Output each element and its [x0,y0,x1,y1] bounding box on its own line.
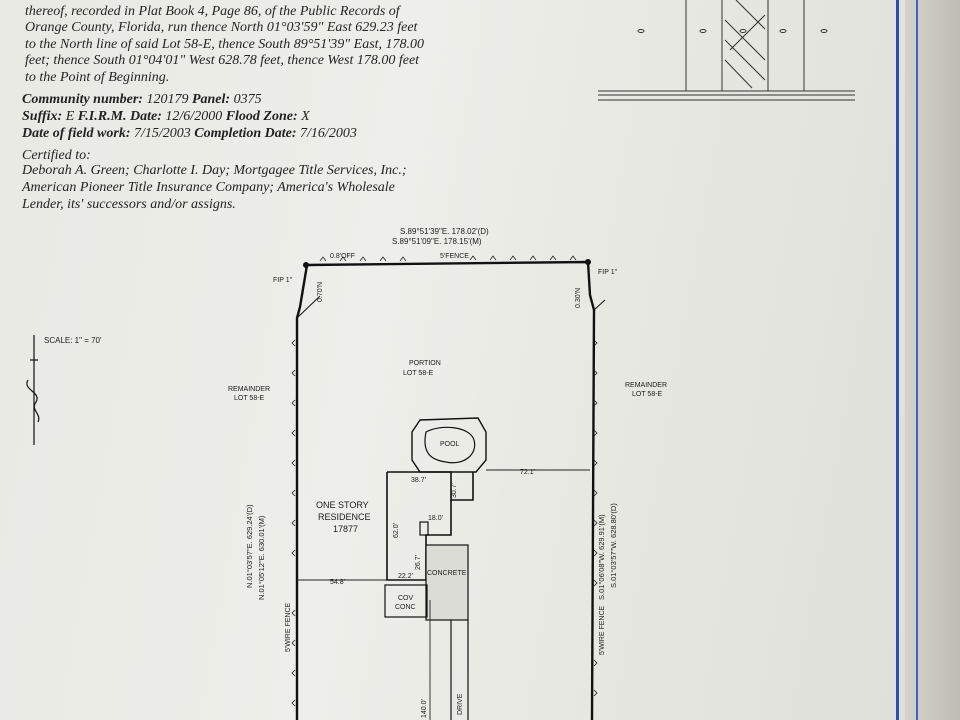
legal-description: thereof, recorded in Plat Book 4, Page 8… [25,4,485,86]
firm-date: 12/6/2000 [165,109,223,124]
pool-label: POOL [440,441,460,448]
drive-lines [450,620,469,720]
portion-line2: LOT 58-E [403,370,434,377]
legal-line: to the North line of said Lot 58-E, then… [25,36,425,52]
left-offset-label: 0.70'N [317,282,324,302]
scale-label: SCALE: 1" = 70' [44,336,102,345]
field-work-date: 7/15/2003 [133,126,191,141]
flood-zone: X [301,109,310,124]
right-offset-label: 0.30'N [575,288,582,308]
legal-line: feet; thence South 01°04'01" West 628.78… [25,53,420,69]
remainder-right-line1: REMAINDER [625,382,667,389]
field-work-label: Date of field work: [22,126,131,141]
property-boundary [295,260,596,720]
west-bearing-line2: N.01°05'12"E. 630.01'(M) [257,515,266,600]
blue-border-line [896,0,899,720]
dates-line: Date of field work: 7/15/2003 Completion… [22,126,357,143]
dim-140-0: 140.0' [421,699,428,718]
drive-label: DRIVE [457,693,464,715]
dim-62-0: 62.0' [393,523,400,538]
dim-30-7: 30.7' [451,483,458,498]
remainder-left-line2: LOT 58-E [234,395,265,402]
concrete-label: CONCRETE [427,570,467,577]
conc-label: CONC [395,604,416,611]
certified-line: American Pioneer Title Insurance Company… [22,179,395,195]
cov-label: COV [398,595,414,602]
completion-label: Completion Date: [194,126,297,141]
west-bearing-line1: N.01°03'57"E. 629.24'(D) [245,504,254,588]
north-arrow-icon [26,335,40,445]
offset-line-left [296,295,321,319]
legal-line: Orange County, Florida, run thence North… [25,20,418,36]
remainder-right-line2: LOT 58-E [632,391,663,398]
iron-pipe-marker-left [303,262,309,268]
fence-ticks [291,255,598,707]
north-bearing-deed: S.89°51'39"E. 178.02'(D) [400,227,489,236]
certified-to: Deborah A. Green; Charlotte I. Day; Mort… [22,163,482,213]
certified-line: Lender, its' successors and/or assigns. [22,196,236,212]
community-line: Community number: 120179 Panel: 0375 [22,92,262,109]
iron-pipe-marker-right [585,259,591,265]
covered-concrete [384,584,428,618]
dim-72-1: 72.1' [520,469,535,476]
remainder-left-line1: REMAINDER [228,386,270,393]
east-bearing-line1: S.01°06'08"W. 629.91'(M) [597,514,606,600]
community-number: 120179 [146,92,189,107]
dim-22-2: 22.2' [398,573,413,580]
suffix-value: E [65,109,75,124]
blue-border-line-outer [916,0,918,720]
offset-label: 0.8'OFF [330,253,355,260]
dim-18-0: 18.0' [428,515,443,522]
fip-right-label: FIP 1" [598,269,618,276]
fence-north-label: 5'FENCE [440,253,469,260]
firm-label: F.I.R.M. Date: [77,109,162,124]
offset-line-right [593,299,606,311]
suffix-label: Suffix: [22,109,63,124]
residence-line2: RESIDENCE [318,512,371,522]
concrete-drive-pad [425,544,469,621]
panel-label: Panel: [191,92,231,107]
east-bearing-line2: S.01°03'57"W. 628.80'(D) [609,503,618,588]
certified-label: Certified to: [22,148,91,163]
portion-line1: PORTION [409,360,441,367]
north-bearing-measured: S.89°51'09"E. 178.15'(M) [392,237,482,246]
residence-line3: 17877 [333,524,358,534]
residence-line1: ONE STORY [316,500,369,510]
community-label: Community number: [22,92,143,107]
fence-west-label: 5'WIRE FENCE [285,602,292,652]
completion-date: 7/16/2003 [300,126,357,141]
suffix-line: Suffix: E F.I.R.M. Date: 12/6/2000 Flood… [22,109,310,126]
location-sketch [598,0,855,101]
dim-26-7: 26.7' [415,555,422,570]
fence-east-label: 5'WIRE FENCE [599,605,606,655]
sheet-edge [905,0,960,720]
dim-54-8: 54.8' [330,579,345,586]
dimension-lines [297,469,590,720]
fip-left-label: FIP 1" [273,277,293,284]
legal-line: thereof, recorded in Plat Book 4, Page 8… [25,4,400,19]
certified-line: Deborah A. Green; Charlotte I. Day; Mort… [22,163,407,178]
dim-38-7: 38.7' [411,477,426,484]
pool [411,417,487,473]
panel-number: 0375 [233,92,262,107]
legal-line: to the Point of Beginning. [25,69,170,85]
flood-zone-label: Flood Zone: [225,109,298,124]
